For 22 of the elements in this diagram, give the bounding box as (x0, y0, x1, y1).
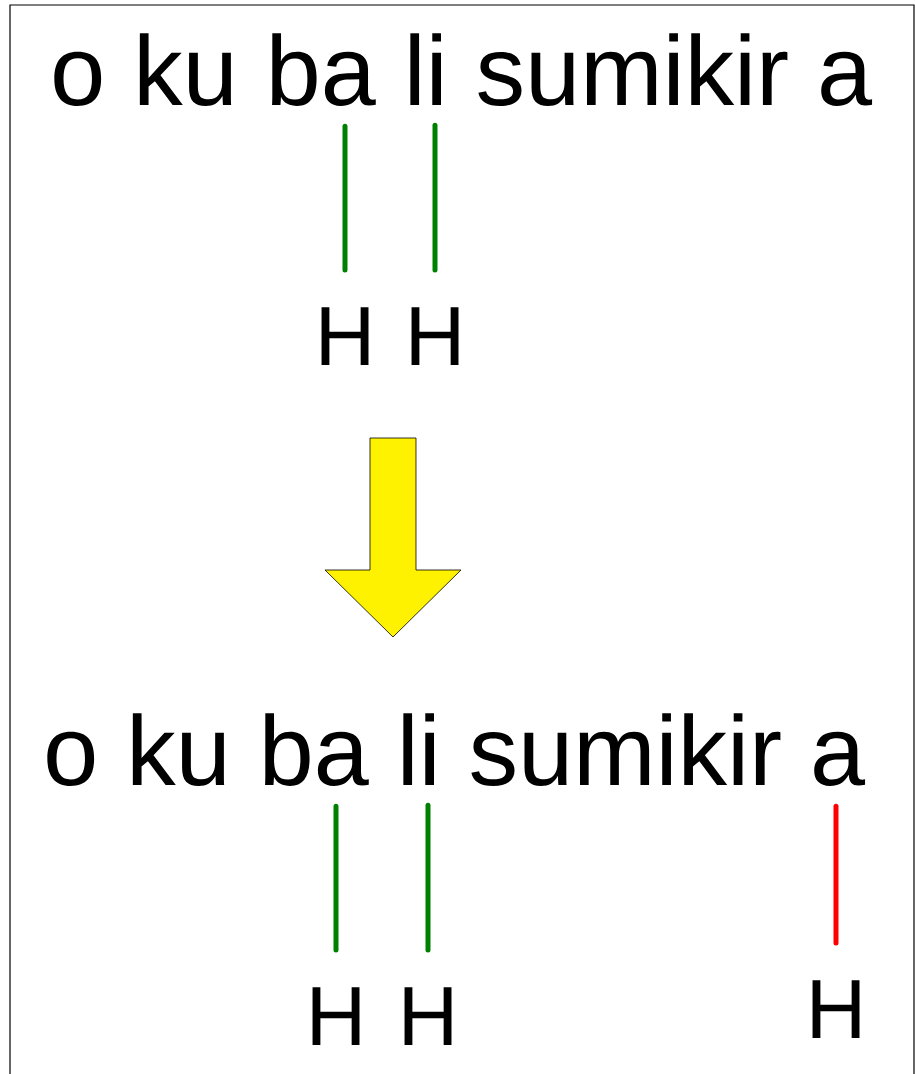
association-line (342, 123, 348, 273)
tone-letter: H (312, 987, 360, 1045)
syllable-text: ba (265, 713, 369, 786)
tone-letter: H (321, 307, 369, 365)
association-line (833, 803, 839, 946)
tone-letter: H (812, 980, 860, 1038)
syllable-text: o (54, 51, 102, 106)
association-line (425, 802, 431, 953)
syllable-text: li (410, 33, 441, 105)
syllable-text: li (403, 713, 434, 785)
association-line (432, 122, 438, 273)
syllable-text: a (821, 51, 873, 106)
tone-letter: H (411, 307, 459, 365)
syllable-text: sumikir (471, 713, 781, 786)
syllable-text: sumikir (478, 33, 788, 106)
association-line (333, 803, 339, 953)
syllable-text: a (814, 731, 866, 786)
syllable-text: o (47, 731, 95, 786)
syllable-text: ku (139, 33, 232, 106)
syllable-text: ku (132, 713, 225, 786)
tone-letter: H (404, 987, 452, 1045)
syllable-text: ba (272, 33, 376, 106)
